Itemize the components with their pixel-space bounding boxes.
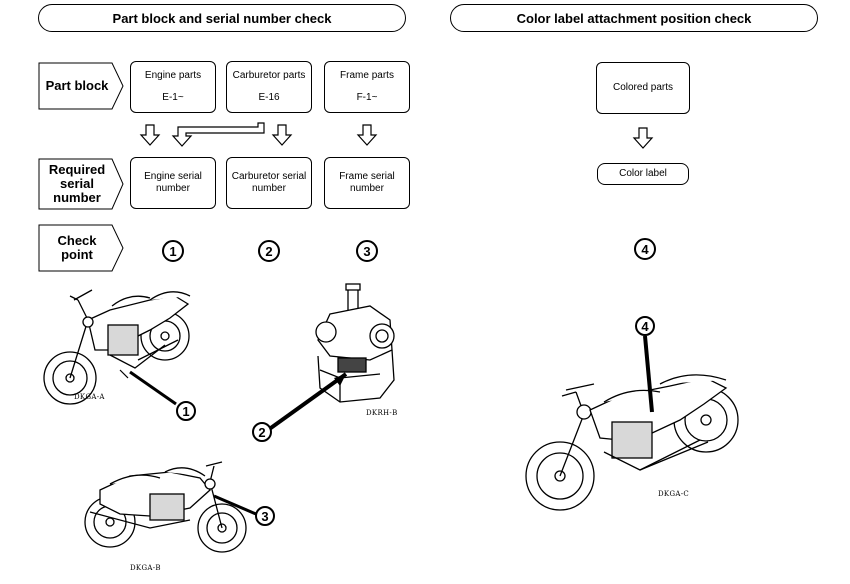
check-point-1: 1 — [162, 240, 184, 262]
callout-2: 2 — [258, 425, 265, 440]
callout-4: 4 — [641, 319, 649, 334]
caption-dkrh-b: DKRH-B — [366, 409, 398, 417]
serial-line: number — [252, 183, 286, 194]
serial-frame: Frame serial number — [324, 157, 410, 209]
header-color-label-check: Color label attachment position check — [450, 4, 818, 32]
arrow-label-shape — [38, 224, 124, 272]
row-label-check-point-text: Check point — [38, 224, 116, 272]
arrow-label-shape — [38, 62, 124, 110]
header-left-text: Part block and serial number check — [112, 10, 332, 26]
check-point-2: 2 — [258, 240, 280, 262]
check-point-number: 2 — [265, 243, 273, 259]
motorcycle-c-illustration — [525, 374, 739, 511]
elbow-arrow-icon — [171, 122, 265, 147]
label-line: number — [53, 190, 101, 206]
carburetor-illustration — [315, 283, 395, 403]
down-arrow-icon — [140, 124, 160, 146]
label-line: point — [61, 247, 93, 262]
check-point-4: 4 — [634, 238, 656, 260]
check-point-number: 3 — [363, 243, 371, 259]
down-arrow-icon — [357, 124, 377, 146]
part-block-frame: Frame parts F-1~ — [324, 61, 410, 113]
caption-dkga-a: DKGA-A — [74, 393, 105, 401]
check-point-3: 3 — [356, 240, 378, 262]
arrow-label-shape — [38, 158, 124, 210]
colored-parts-text: Colored parts — [612, 82, 674, 93]
header-right-text: Color label attachment position check — [516, 10, 752, 26]
caption-dkga-b: DKGA-B — [130, 564, 161, 572]
pointer-arrow-icon — [643, 335, 654, 413]
color-label-text: Color label — [619, 168, 667, 179]
callout-3: 3 — [261, 509, 268, 524]
serial-engine: Engine serial number — [130, 157, 216, 209]
row-label-required-serial-text: Required serial number — [38, 158, 116, 210]
colored-parts-box: Colored parts — [596, 62, 690, 114]
down-arrow-icon — [633, 127, 653, 149]
serial-line: number — [156, 183, 190, 194]
label-line: Required — [48, 161, 106, 177]
part-block-name: Frame parts — [340, 70, 394, 81]
pointer-arrow-icon — [266, 372, 348, 432]
part-block-carburetor: Carburetor parts E-16 — [226, 61, 312, 113]
part-block-code: F-1~ — [356, 92, 378, 103]
serial-line: Carburetor serial — [231, 171, 307, 182]
motorcycle-a-illustration — [43, 289, 191, 405]
part-block-engine: Engine parts E-1~ — [130, 61, 216, 113]
serial-line: Frame serial — [339, 171, 395, 182]
part-block-name: Carburetor parts — [232, 70, 306, 81]
row-label-check-point: Check point — [38, 224, 124, 272]
header-part-block-check: Part block and serial number check — [38, 4, 406, 32]
caption-dkga-c: DKGA-C — [658, 490, 690, 498]
row-label-required-serial: Required serial number — [38, 158, 124, 210]
check-point-number: 4 — [641, 241, 649, 257]
down-arrow-icon — [272, 124, 292, 146]
motorcycle-b-illustration — [84, 461, 247, 553]
row-label-part-block-text: Part block — [45, 77, 109, 93]
callout-1: 1 — [182, 404, 189, 419]
check-point-number: 1 — [169, 243, 177, 259]
serial-line: number — [350, 183, 384, 194]
row-label-part-block: Part block — [38, 62, 124, 110]
pointer-arrow-icon — [213, 494, 257, 516]
part-block-name: Engine parts — [144, 70, 202, 81]
color-label-box: Color label — [597, 163, 689, 185]
serial-carburetor: Carburetor serial number — [226, 157, 312, 209]
pointer-arrow-icon — [129, 370, 177, 406]
label-line: Check — [57, 232, 97, 248]
serial-line: Engine serial — [144, 171, 202, 182]
part-block-code: E-16 — [258, 92, 280, 103]
label-line: serial — [60, 175, 94, 191]
part-block-code: E-1~ — [162, 92, 184, 103]
